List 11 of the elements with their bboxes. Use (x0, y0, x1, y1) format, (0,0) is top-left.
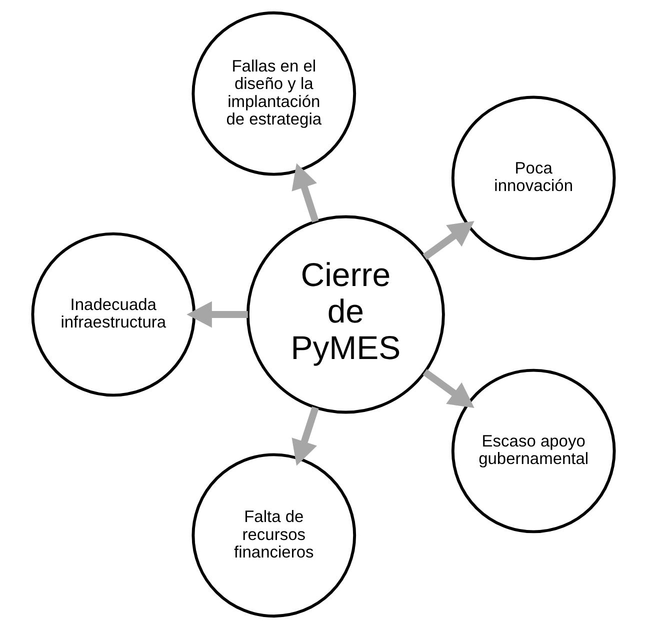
arrow (291, 406, 318, 466)
node-circle: Inadecuada infraestructura (30, 232, 196, 397)
node-circle: Poca innovación (450, 96, 616, 260)
arrow (291, 163, 318, 223)
node-circle: Escaso apoyo gubernamental (450, 368, 616, 534)
node-circle: Cierre de PyMES (246, 215, 444, 414)
node-circle: Falta de recursos financieros (191, 453, 356, 618)
arrow (422, 369, 474, 408)
arrow (186, 301, 248, 328)
arrow (422, 221, 474, 260)
node-circle: Fallas en el diseño y la implantación de estrategia (191, 11, 356, 176)
